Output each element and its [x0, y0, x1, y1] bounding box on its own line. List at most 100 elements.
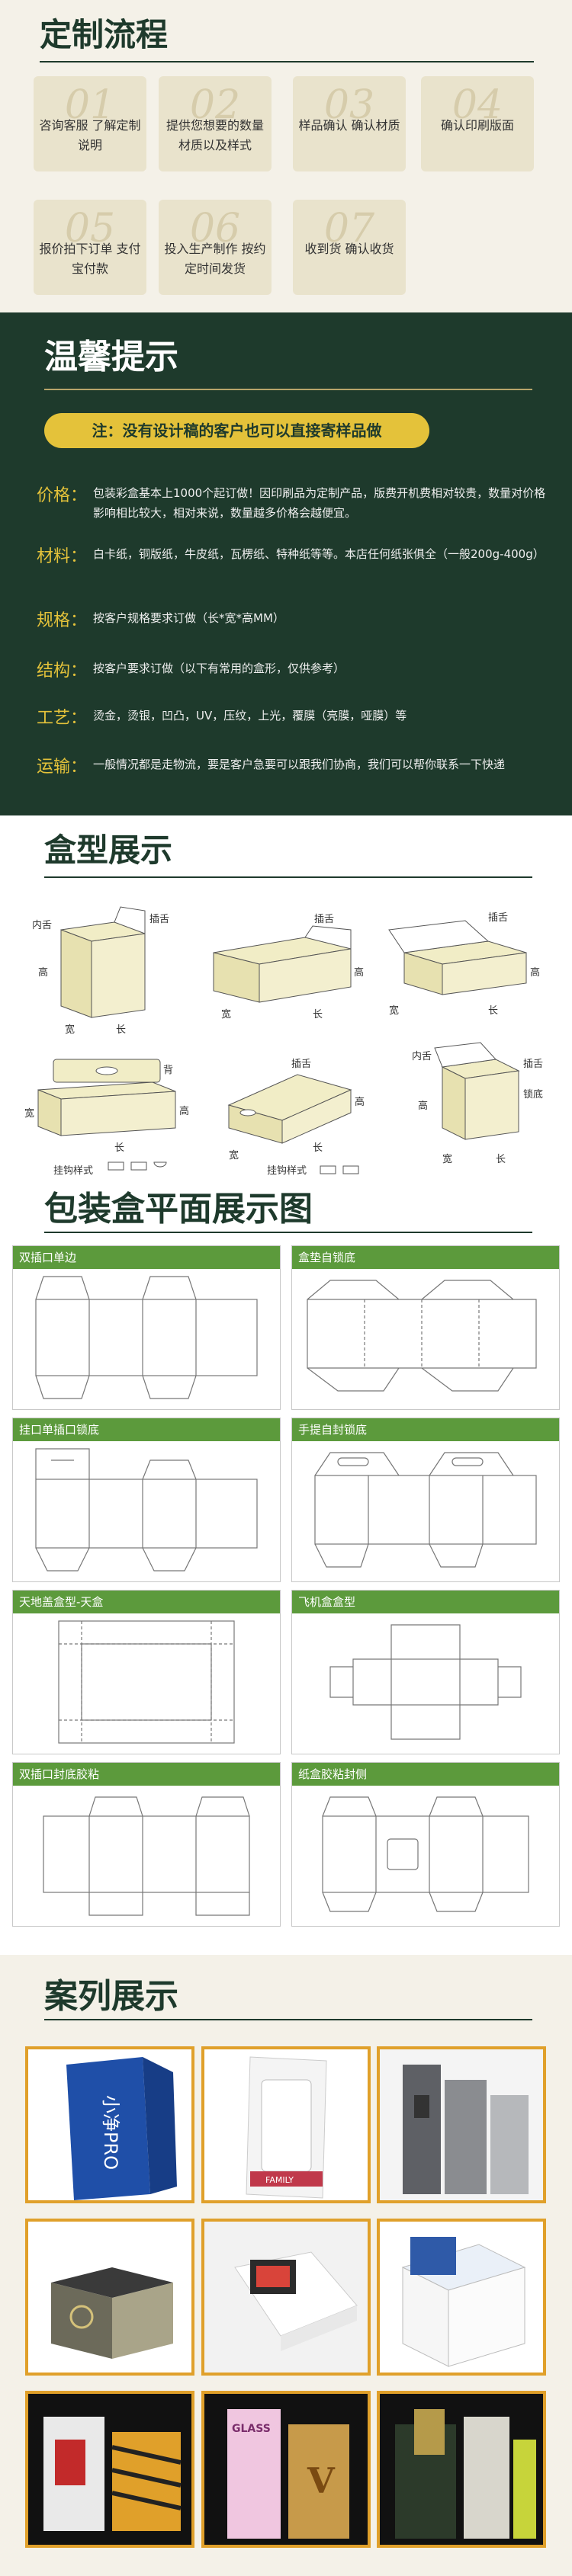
tip-row-shipping: 运输： 一般情况都是走物流，要是客户急要可以跟我们协商，我们可以帮你联系一下快递	[37, 753, 548, 796]
tips-title: 温馨提示	[44, 338, 178, 376]
label-length: 长	[313, 1009, 323, 1020]
panel-header: 天地盖盒型-天盒	[13, 1591, 280, 1613]
tip-row-structure: 结构： 按客户要求订做（以下有常用的盒形，仅供参考）	[37, 657, 548, 681]
cases-section: 案列展示 小净PRO FAMILY	[0, 1955, 572, 2576]
flat-panel-5: 天地盖盒型-天盒	[12, 1590, 281, 1754]
label-inner-tongue: 内舌	[32, 919, 52, 931]
case-item-display-box	[201, 2219, 371, 2376]
case-image: 小净PRO	[28, 2049, 191, 2200]
tip-row-craft: 工艺： 烫金，烫银，凹凸，UV，压纹，上光，覆膜（亮膜，哑膜）等	[37, 704, 548, 728]
label-insert-tongue: 插舌	[523, 1059, 543, 1070]
step-text: 确认印刷版面	[440, 118, 514, 133]
label-width: 宽	[389, 1004, 399, 1017]
label-back: 背	[163, 1065, 173, 1076]
label-width: 宽	[221, 1008, 231, 1020]
label-insert-tongue: 插舌	[314, 914, 334, 925]
label-width: 宽	[442, 1153, 452, 1165]
dieline-diagram	[35, 1276, 258, 1399]
label-width: 宽	[24, 1107, 34, 1120]
label-insert-tongue: 插舌	[291, 1059, 311, 1070]
tip-value: 烫金，烫银，凹凸，UV，压纹，上光，覆膜（亮膜，哑膜）等	[93, 709, 407, 722]
tips-section: 温馨提示 注：没有设计稿的客户也可以直接寄样品做 价格： 包装彩盒基本上1000…	[0, 312, 572, 815]
step-text: 咨询客服 了解定制说明	[39, 118, 141, 152]
tip-value: 按客户要求订做（以下有常用的盒形，仅供参考）	[93, 662, 345, 675]
label-length: 长	[116, 1024, 126, 1036]
tip-label: 运输：	[37, 758, 88, 777]
svg-text:V: V	[307, 2460, 336, 2501]
dieline-diagram	[35, 1448, 258, 1572]
flat-layouts-section: 包装盒平面展示图 双插口单边 盒垫自锁底 挂口单插口锁底	[0, 1181, 572, 1955]
hanging-hole-box-diagram: 插舌 高 宽 长 挂钩样式	[227, 1059, 365, 1177]
case-image	[380, 2049, 543, 2200]
dieline-diagram	[307, 1280, 537, 1392]
step-text: 提供您想要的数量 材质以及样式	[165, 118, 264, 152]
label-insert-tongue: 插舌	[149, 914, 169, 925]
label-height: 高	[530, 966, 540, 979]
tip-label: 工艺：	[37, 709, 88, 728]
process-step-4: 04 确认印刷版面	[421, 76, 534, 171]
label-width: 宽	[229, 1149, 239, 1161]
panel-title: 纸盒胶粘封侧	[298, 1767, 368, 1781]
divider	[44, 389, 532, 390]
step-number: 01	[64, 82, 116, 128]
step-number: 06	[189, 206, 241, 252]
case-item-black-gold-box	[25, 2219, 194, 2376]
tip-value: 白卡纸，铜版纸，牛皮纸，瓦楞纸、特种纸等等。本店任何纸张俱全（一般200g-40…	[93, 547, 545, 561]
label-height: 高	[38, 966, 48, 979]
box-types-title: 盒型展示	[44, 831, 173, 869]
panel-title: 盒垫自锁底	[298, 1251, 356, 1264]
label-height: 高	[354, 966, 364, 979]
step-text: 投入生产制作 按约定时间发货	[164, 242, 266, 276]
step-number: 02	[189, 82, 241, 128]
step-text: 收到货 确认收货	[304, 242, 394, 256]
case-item-window-box: FAMILY	[201, 2046, 371, 2203]
divider	[44, 876, 532, 878]
hanging-box-diagram: 背 宽 高 长 挂钩样式	[24, 1059, 189, 1177]
dieline-diagram	[58, 1620, 235, 1744]
tip-label: 价格：	[37, 486, 88, 505]
process-step-6: 06 投入生产制作 按约定时间发货	[159, 200, 272, 295]
flat-tuck-box-diagram: 插舌 高 宽 长	[213, 914, 364, 1020]
flat-panel-6: 飞机盒盒型	[291, 1590, 560, 1754]
case-item-dark-gold-boxes	[377, 2391, 546, 2548]
panel-title: 双插口封底胶粘	[19, 1767, 100, 1781]
lock-bottom-box-diagram: 内舌 插舌 高 锁底 宽 长	[412, 1042, 543, 1165]
label-height: 高	[355, 1096, 365, 1108]
case-image	[380, 2394, 543, 2545]
case-item-product-box	[377, 2219, 546, 2376]
flat-panel-1: 双插口单边	[12, 1245, 281, 1410]
case-image: GLASS V	[204, 2394, 368, 2545]
cases-title: 案列展示	[44, 1977, 178, 2016]
panel-header: 手提自封锁底	[292, 1418, 559, 1441]
dieline-diagram	[329, 1624, 522, 1740]
step-text: 报价拍下订单 支付宝付款	[39, 242, 141, 276]
tip-row-price: 价格： 包装彩盒基本上1000个起订做！因印刷品为定制产品，版费开机费相对较贵，…	[37, 482, 548, 524]
case-label: FAMILY	[265, 2175, 294, 2185]
process-step-5: 05 报价拍下订单 支付宝付款	[34, 200, 146, 295]
label-height: 高	[179, 1105, 189, 1117]
process-step-1: 01 咨询客服 了解定制说明	[34, 76, 146, 171]
label-length: 长	[488, 1005, 498, 1017]
label-hang-style: 挂钩样式	[53, 1165, 93, 1177]
box-types-section: 盒型展示 内舌 插舌 高 宽 长 插舌 高 宽 长 插舌 高 宽 长	[0, 815, 572, 1181]
label-length: 长	[496, 1154, 506, 1165]
dieline-diagram	[322, 1796, 529, 1912]
tip-label: 材料：	[37, 547, 88, 566]
case-label: GLASS	[232, 2423, 271, 2435]
panel-header: 挂口单插口锁底	[13, 1418, 280, 1441]
case-image	[28, 2222, 191, 2373]
panel-title: 手提自封锁底	[298, 1423, 368, 1437]
dieline-diagram	[43, 1796, 250, 1916]
label-lock-bottom: 锁底	[523, 1088, 543, 1101]
case-item-blue-pro-box: 小净PRO	[25, 2046, 194, 2203]
step-number: 03	[323, 82, 375, 128]
flat-panel-4: 手提自封锁底	[291, 1418, 560, 1582]
step-number: 05	[64, 206, 116, 252]
label-width: 宽	[65, 1024, 75, 1036]
step-number: 04	[451, 82, 503, 128]
process-title: 定制流程	[40, 16, 169, 53]
tip-label: 规格：	[37, 611, 88, 630]
panel-header: 飞机盒盒型	[292, 1591, 559, 1613]
case-label: 小净PRO	[100, 2095, 121, 2170]
label-inner-tongue: 内舌	[412, 1050, 432, 1062]
